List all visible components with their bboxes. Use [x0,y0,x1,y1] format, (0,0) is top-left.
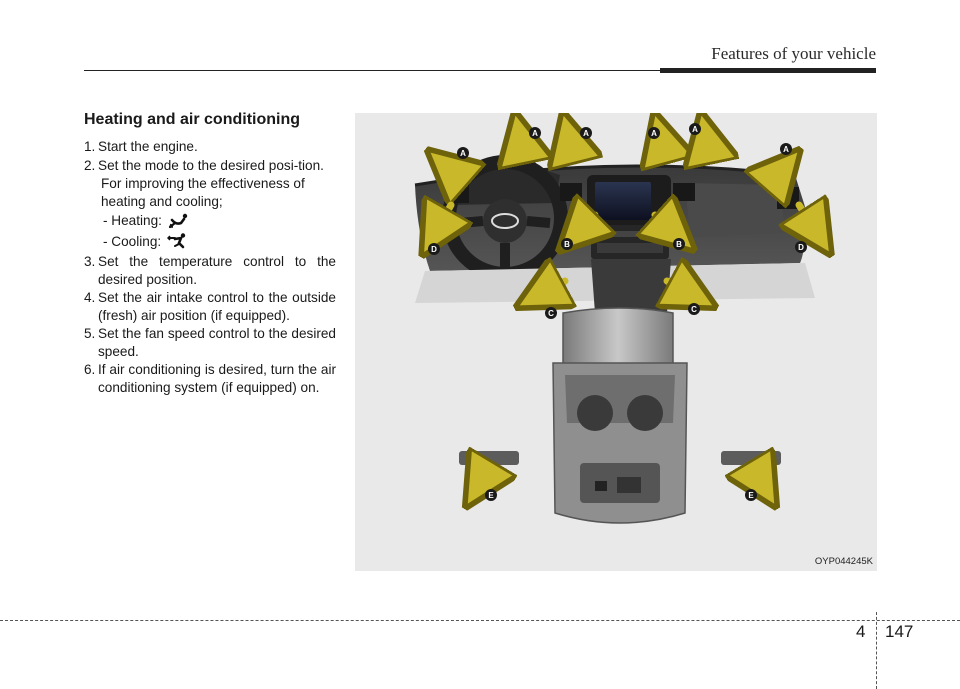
label-a: A A A A A A [457,123,792,159]
step-number: 2. [84,157,96,173]
infotainment-screen [595,182,651,220]
passenger-dash [685,183,785,237]
step-6: 6.If air conditioning is desired, turn t… [84,361,336,396]
step-text: Set the fan speed control to the desired… [98,326,336,359]
header-title: Features of your vehicle [711,44,876,63]
svg-text:E: E [488,491,494,500]
climate-controls [591,225,669,259]
step-number: 3. [84,254,96,269]
step-text: Set the mode to the desired posi-tion. [98,157,324,173]
svg-text:C: C [548,309,554,318]
step-text: Start the engine. [98,139,198,154]
step-text: Set the air intake control to the outsid… [98,290,336,323]
shifter-area [591,259,671,313]
footer-rule [0,620,960,621]
label-c: C C [545,303,700,319]
svg-text:D: D [798,243,804,252]
step-number: 6. [84,362,96,377]
cooling-label: - Cooling: [103,233,162,249]
airflow-arrows [435,137,817,485]
svg-text:A: A [460,149,466,158]
side-vent-left [447,183,469,203]
heating-label: - Heating: [103,213,162,228]
section-title: Heating and air conditioning [84,111,300,128]
label-d: D D [428,241,807,255]
step-4: 4.Set the air intake control to the outs… [84,289,336,324]
label-e: E E [485,489,757,501]
heating-item: - Heating: [84,212,336,230]
header-rule-accent [660,68,876,73]
step-number: 5. [84,326,96,341]
svg-text:A: A [651,129,657,138]
header-rule [84,70,660,71]
page-number: 147 [885,622,914,641]
svg-text:C: C [691,305,697,314]
svg-text:B: B [676,240,682,249]
svg-text:D: D [431,245,437,254]
vent-diagram-illustration: A A A A A A B B C C D D E E [414,113,877,524]
steps-list: 1.Start the engine. 2.Set the mode to th… [84,138,336,397]
step-note: For improving the effectiveness of heati… [101,176,305,209]
footer-divider [876,612,877,689]
step-text: Set the temperature control to the desir… [98,254,336,287]
step-3: 3.Set the temperature control to the des… [84,253,336,288]
label-b: B B [561,238,685,250]
step-number: 1. [84,139,96,154]
step-5: 5.Set the fan speed control to the desir… [84,325,336,360]
vent-labels: A A A A A A B B C C D D E E [428,123,807,501]
heating-mode-icon [168,213,190,229]
svg-text:B: B [564,240,570,249]
svg-text:A: A [692,125,698,134]
step-text: If air conditioning is desired, turn the… [98,362,336,395]
svg-text:A: A [532,129,538,138]
cooling-item: - Cooling: [84,233,336,251]
vent-diagram: A A A A A A B B C C D D E E [355,113,877,571]
svg-text:A: A [583,129,589,138]
cooling-mode-icon [167,233,189,249]
svg-text:E: E [748,491,754,500]
chapter-number: 4 [856,622,866,641]
svg-text:A: A [783,145,789,154]
step-number: 4. [84,290,96,305]
figure-code: OYP044245K [814,556,873,567]
step-2: 2.Set the mode to the desired posi-tion. [84,157,336,175]
step-1: 1.Start the engine. [84,138,336,156]
